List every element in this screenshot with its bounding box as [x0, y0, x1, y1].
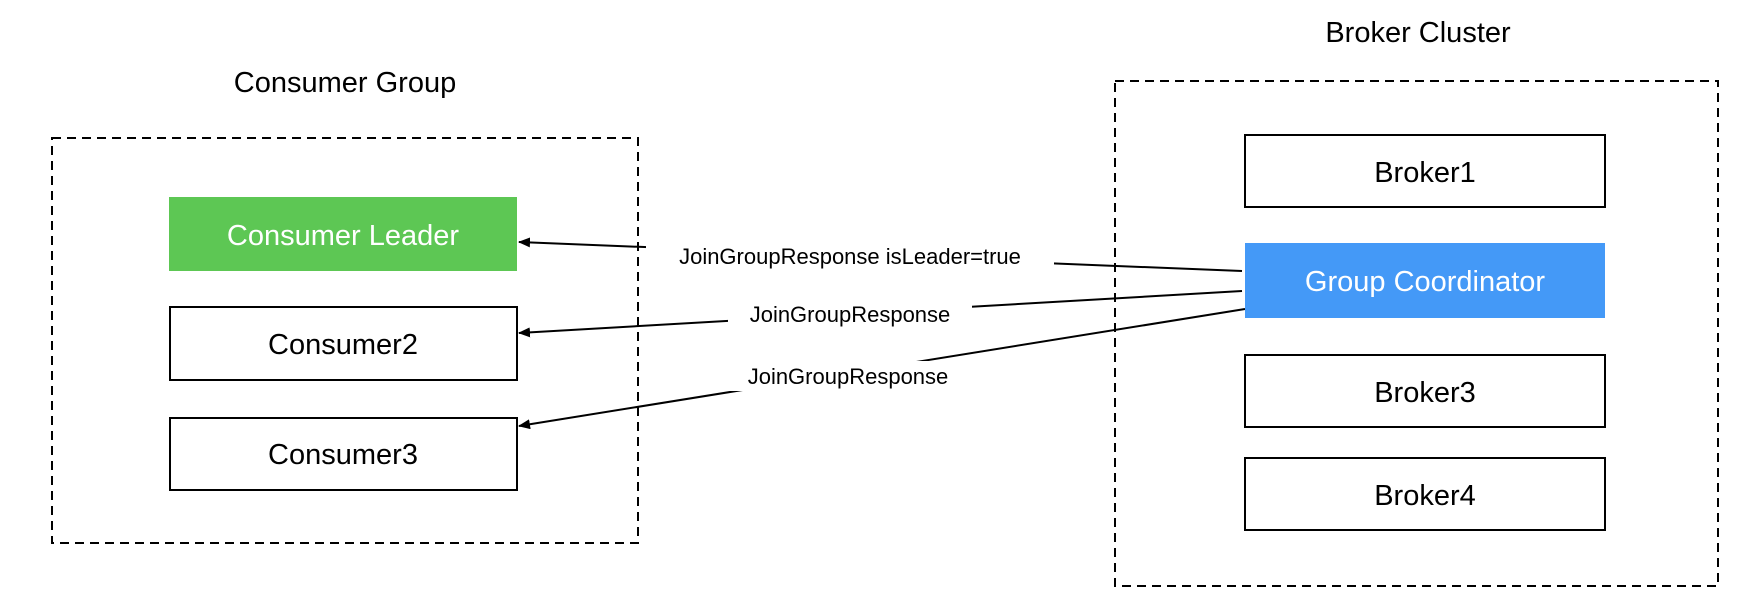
consumer-group-frame [51, 137, 639, 544]
consumer2-box [169, 306, 518, 381]
broker-cluster: Broker Cluster [1114, 17, 1719, 587]
node-broker3[interactable]: Broker3 [1244, 354, 1606, 428]
consumer3-label: Consumer3 [268, 439, 418, 471]
connector-consumer3-label-bg [726, 361, 970, 391]
connector-leader: JoinGroupResponse isLeader=true [518, 237, 1243, 272]
broker4-label: Broker4 [1374, 480, 1476, 512]
connector-consumer2-label-bg [728, 299, 972, 329]
connector-leader-label-bg [646, 241, 1054, 271]
consumer-leader-label: Consumer Leader [227, 220, 459, 252]
node-consumer2[interactable]: Consumer2 [169, 306, 518, 381]
broker-cluster-title: Broker Cluster [1325, 17, 1511, 49]
broker1-box [1244, 134, 1606, 208]
broker4-box [1244, 457, 1606, 531]
connector-consumer2: JoinGroupResponse [518, 290, 1243, 338]
connector-consumer2-label: JoinGroupResponse [750, 302, 951, 327]
node-consumer-leader[interactable]: Consumer Leader [169, 197, 517, 271]
consumer2-label: Consumer2 [268, 329, 418, 361]
consumer-group-title: Consumer Group [234, 67, 456, 99]
node-group-coordinator[interactable]: Group Coordinator [1245, 243, 1605, 318]
group-coordinator-box [1245, 243, 1605, 318]
broker1-label: Broker1 [1374, 157, 1476, 189]
node-consumer3[interactable]: Consumer3 [169, 417, 518, 491]
node-broker1[interactable]: Broker1 [1244, 134, 1606, 208]
broker3-box [1244, 354, 1606, 428]
broker3-label: Broker3 [1374, 377, 1476, 409]
consumer-group: Consumer Group [51, 67, 639, 544]
consumer3-box [169, 417, 518, 491]
connector-leader-label: JoinGroupResponse isLeader=true [679, 244, 1021, 269]
connector-consumer3-label: JoinGroupResponse [748, 364, 949, 389]
consumer-leader-box [169, 197, 517, 271]
connector-consumer3: JoinGroupResponse [518, 308, 1246, 430]
broker-cluster-frame [1114, 80, 1719, 587]
group-coordinator-label: Group Coordinator [1305, 266, 1546, 298]
node-broker4[interactable]: Broker4 [1244, 457, 1606, 531]
